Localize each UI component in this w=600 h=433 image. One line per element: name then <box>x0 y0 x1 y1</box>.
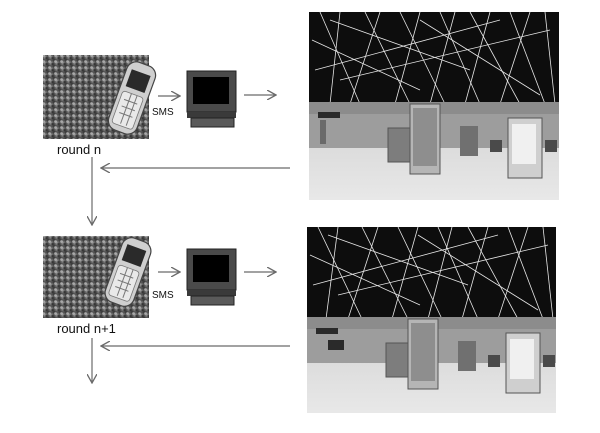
row-1 <box>43 11 559 200</box>
round-label: round n <box>57 142 102 157</box>
mobile-phone-icon <box>104 237 152 307</box>
airport-hall-photo <box>309 11 559 200</box>
computer-monitor-icon <box>186 70 237 128</box>
round-label: round n+1 <box>57 321 116 336</box>
mobile-phone-icon <box>107 61 157 135</box>
sms-label: SMS <box>152 290 174 301</box>
row-2 <box>43 226 556 413</box>
computer-monitor-icon <box>186 248 237 306</box>
sms-label: SMS <box>152 107 174 118</box>
airport-hall-photo <box>307 226 556 413</box>
